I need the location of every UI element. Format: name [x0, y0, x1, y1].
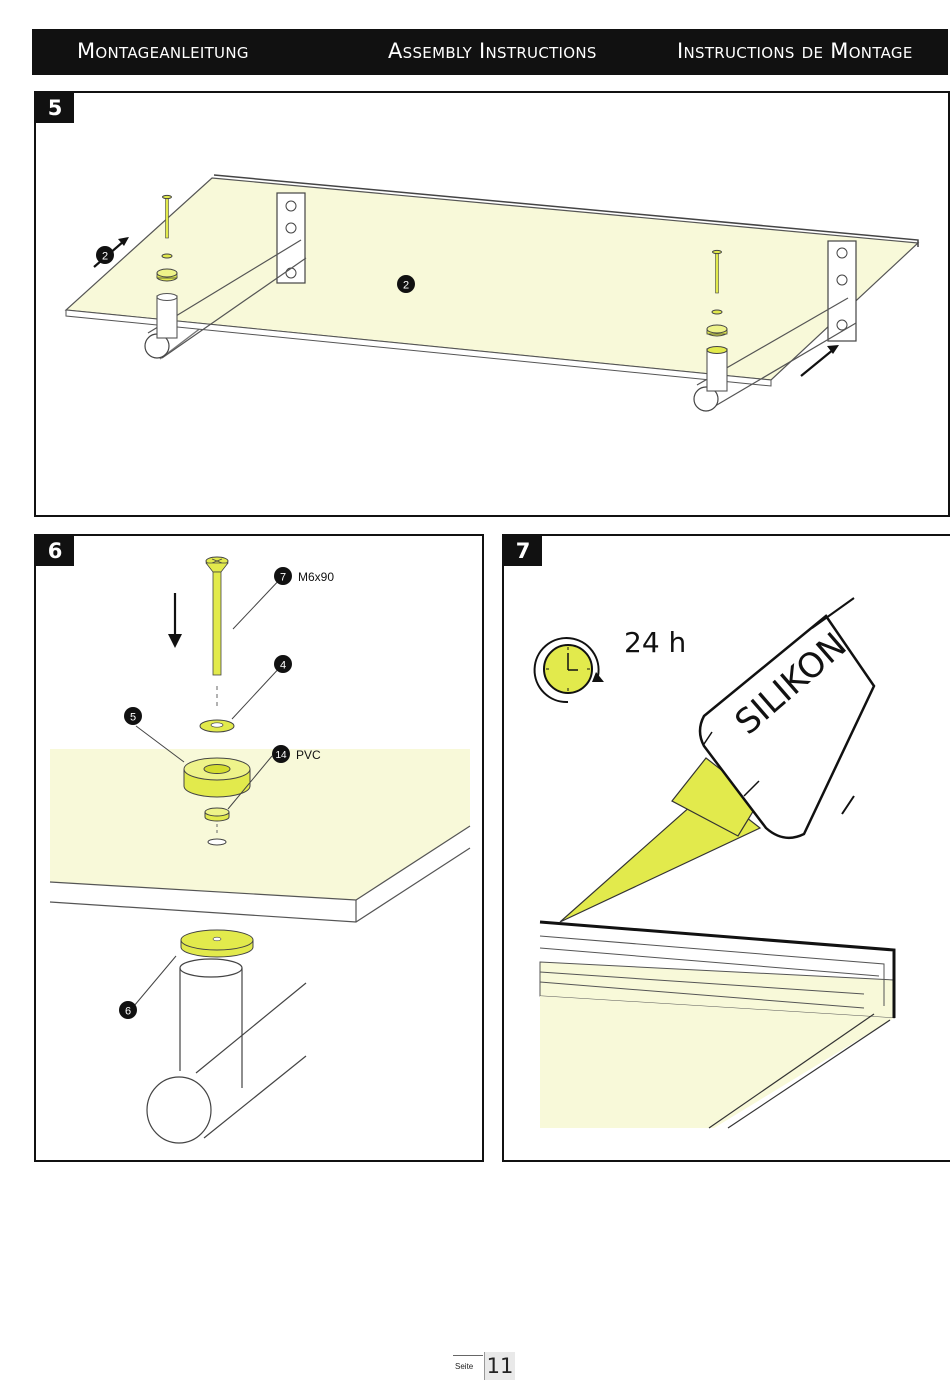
callout-2-left: 2	[102, 251, 108, 263]
step-5-illustration: 2 2	[36, 93, 948, 515]
step-7-illustration: 24 h SILIKON	[504, 536, 950, 1160]
title-english: Assembly Instructions	[388, 39, 597, 63]
step-7-panel: 7 24 h	[502, 534, 950, 1162]
clock-icon	[535, 638, 604, 702]
callout-6: 6	[125, 1006, 131, 1018]
footer-rule	[453, 1355, 483, 1356]
page-number: 11	[484, 1352, 515, 1380]
header-bar: Montageanleitung Assembly Instructions I…	[32, 29, 948, 75]
label-m6x90: M6x90	[298, 570, 334, 584]
duration-text: 24 h	[624, 626, 686, 659]
callout-7: 7	[280, 572, 286, 584]
title-german: Montageanleitung	[77, 39, 249, 63]
callout-14: 14	[275, 750, 287, 761]
callout-2-center: 2	[403, 280, 409, 292]
callout-4: 4	[280, 660, 286, 672]
callout-5: 5	[130, 712, 136, 724]
step-5-panel: 5	[34, 91, 950, 517]
step-6-illustration: 7 M6x90 4 5 14 PVC 6	[36, 536, 482, 1160]
title-french: Instructions de Montage	[677, 39, 913, 63]
label-pvc: PVC	[296, 748, 321, 762]
arrow-icon	[168, 593, 182, 648]
silicone-tube-icon: SILIKON	[560, 598, 874, 922]
arrow-icon	[801, 345, 839, 376]
footer-label: Seite	[455, 1362, 473, 1371]
step-6-panel: 6	[34, 534, 484, 1162]
